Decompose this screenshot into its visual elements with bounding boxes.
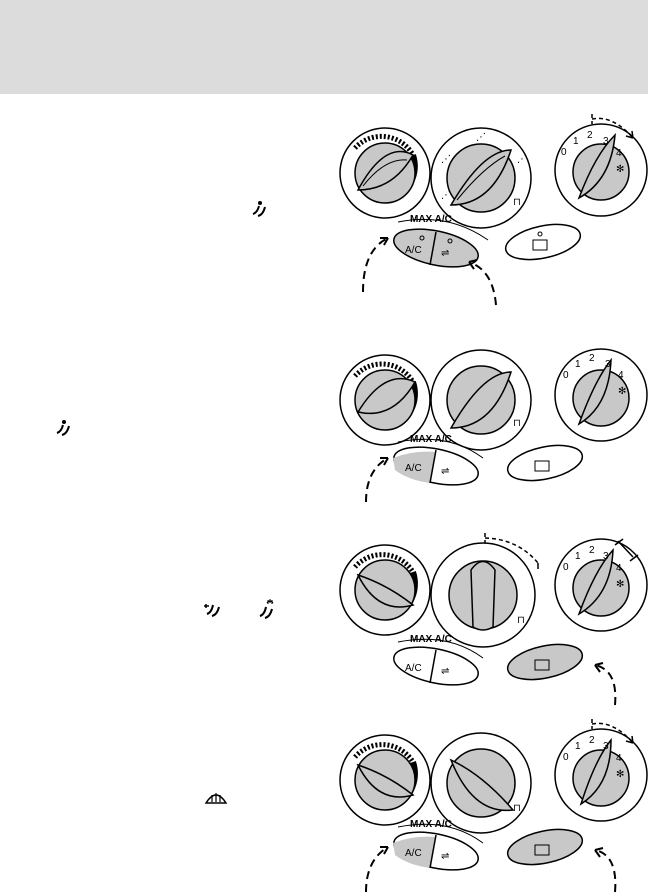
header-band	[0, 0, 648, 94]
temperature-knob[interactable]	[339, 127, 431, 219]
fan-label-3: 3	[603, 551, 609, 562]
fan-label-4: 4	[616, 148, 622, 159]
temperature-knob[interactable]	[339, 354, 431, 446]
rear-defrost-button[interactable]	[505, 823, 586, 870]
rear-defrost-button[interactable]	[505, 638, 586, 685]
fan-label-0: 0	[563, 752, 569, 763]
fan-label-1: 1	[575, 551, 581, 562]
air-distribution-knob[interactable]: ⊓	[430, 732, 532, 834]
fan-speed-knob[interactable]: 0 1 2 3 4 ✻	[554, 719, 648, 822]
fan-label-0: 0	[563, 370, 569, 381]
fan-speed-knob[interactable]: 0 1 2 3 4 ✻	[554, 538, 648, 632]
temperature-knob[interactable]	[339, 544, 431, 636]
max-ac-button-group[interactable]: MAX A/C A/C ⇌	[390, 214, 489, 274]
climate-panel-max-ac: ⋰ ⋰ ⋰ ⋰ ⊓ 0 1 2 3 4 ✻ MAX A/C A/C ⇌	[333, 110, 648, 315]
fan-speed-knob[interactable]: 0 1 2 3 4 ✻	[554, 348, 648, 442]
defrost-floor-icon	[259, 599, 274, 619]
ac-label: A/C	[405, 245, 422, 256]
recirculation-icon: ⇌	[441, 851, 449, 862]
max-ac-label: MAX A/C	[410, 214, 452, 225]
max-ac-label: MAX A/C	[410, 819, 452, 830]
svg-text:⋰: ⋰	[476, 132, 486, 143]
temperature-knob[interactable]	[339, 734, 431, 826]
fan-label-2: 2	[589, 545, 595, 556]
air-distribution-knob[interactable]: ⋰ ⋰ ⋰ ⋰ ⊓	[430, 127, 532, 229]
fan-label-4: 4	[618, 370, 624, 381]
fan-label-3: 3	[603, 741, 609, 752]
fan-label-0: 0	[561, 147, 567, 158]
rear-defrost-button[interactable]	[505, 439, 586, 486]
recirculation-icon: ⇌	[441, 666, 449, 677]
svg-text:⋰: ⋰	[441, 190, 451, 201]
fan-label-2: 2	[589, 735, 595, 746]
fan-icon: ✻	[616, 164, 624, 175]
fan-label-1: 1	[575, 741, 581, 752]
floor-vent-icon	[204, 604, 220, 617]
defrost-icon	[204, 793, 228, 804]
svg-text:⋰: ⋰	[517, 154, 527, 165]
fan-label-3: 3	[603, 136, 609, 147]
fan-label-4: 4	[616, 563, 622, 574]
fan-label-0: 0	[563, 562, 569, 573]
air-distribution-knob[interactable]: ⊓	[430, 533, 539, 648]
ac-label: A/C	[405, 463, 422, 474]
svg-text:⋰: ⋰	[441, 154, 451, 165]
ac-button-group[interactable]: MAX A/C A/C ⇌	[390, 634, 484, 692]
fan-label-2: 2	[589, 353, 595, 364]
fan-icon: ✻	[616, 769, 624, 780]
max-ac-label: MAX A/C	[410, 434, 452, 445]
climate-panel-ac: ⊓ 0 1 2 3 4 ✻ MAX A/C A/C ⇌	[333, 340, 648, 510]
svg-text:⊓: ⊓	[513, 418, 521, 429]
air-distribution-knob[interactable]: ⊓	[430, 349, 532, 451]
fan-icon: ✻	[618, 386, 626, 397]
ac-button-group[interactable]: MAX A/C A/C ⇌	[390, 819, 484, 877]
recirculation-icon: ⇌	[441, 248, 449, 259]
panel-vent-icon	[252, 201, 266, 217]
ac-label: A/C	[405, 663, 422, 674]
fan-label-4: 4	[616, 753, 622, 764]
panel-vent-icon	[56, 420, 70, 436]
fan-label-1: 1	[573, 136, 579, 147]
climate-panel-defrost-floor: ⊓ 0 1 2 3 4 ✻ MAX A/C A/C ⇌	[333, 525, 648, 710]
ac-button-group[interactable]: MAX A/C A/C ⇌	[390, 434, 484, 492]
svg-text:⊓: ⊓	[517, 615, 525, 626]
recirculation-icon: ⇌	[441, 466, 449, 477]
fan-label-2: 2	[587, 130, 593, 141]
climate-panel-defrost: ⊓ 0 1 2 3 4 ✻ MAX A/C A/C ⇌	[333, 715, 648, 894]
svg-text:⊓: ⊓	[513, 197, 521, 208]
ac-label: A/C	[405, 848, 422, 859]
fan-icon: ✻	[616, 579, 624, 590]
fan-speed-knob[interactable]: 0 1 2 3 4 ✻	[554, 114, 648, 217]
svg-text:⊓: ⊓	[513, 803, 521, 814]
max-ac-label: MAX A/C	[410, 634, 452, 645]
fan-label-1: 1	[575, 359, 581, 370]
rear-defrost-button[interactable]	[503, 218, 584, 265]
fan-label-3: 3	[605, 359, 611, 370]
